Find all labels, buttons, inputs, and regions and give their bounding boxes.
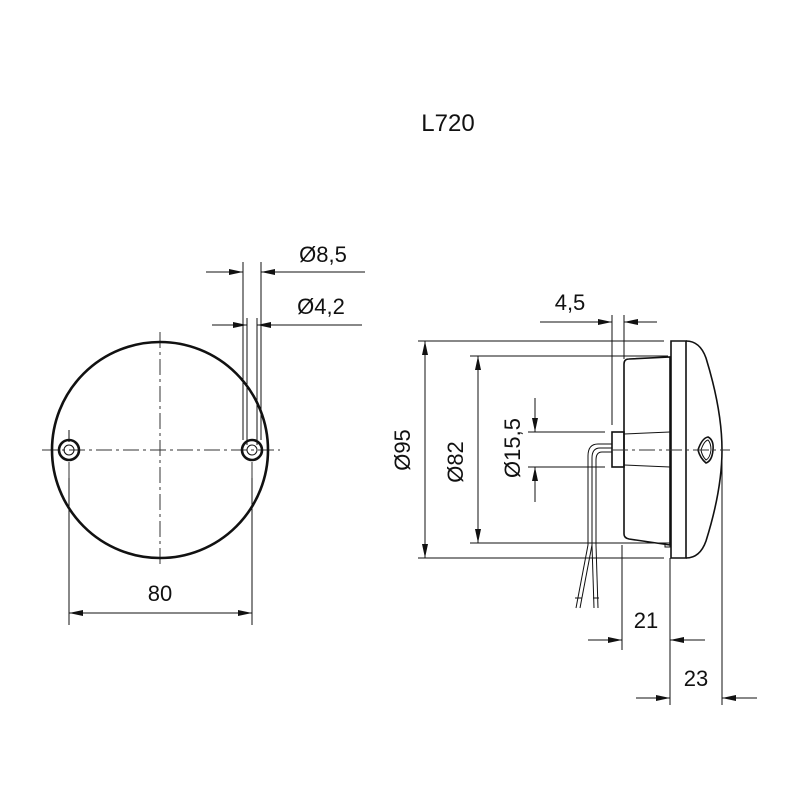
svg-text:23: 23 [684,666,708,691]
svg-text:80: 80 [148,581,172,606]
svg-text:Ø15,5: Ø15,5 [500,418,525,478]
dimension-housing-depth: 21 [588,545,705,705]
svg-text:21: 21 [634,608,658,633]
dimension-hole-outer: Ø8,5 [206,242,365,275]
drawing-title: L720 [421,110,474,137]
dimension-housing-diameter: Ø82 [443,356,481,543]
svg-text:4,5: 4,5 [555,290,586,315]
lamp-outline-circle [50,340,270,560]
front-view: Ø8,5 Ø4,2 80 [42,242,365,625]
svg-text:Ø4,2: Ø4,2 [297,294,345,319]
svg-text:Ø95: Ø95 [390,429,415,471]
svg-text:Ø8,5: Ø8,5 [299,242,347,267]
dimension-boss-length: 4,5 [540,290,657,425]
dimension-hole-inner: Ø4,2 [212,294,362,328]
lamp-housing [623,356,671,546]
mounting-hole-left [57,430,81,478]
side-view: Ø95 Ø82 Ø15,5 4,5 21 [390,290,757,705]
mounting-hole-right [240,438,264,478]
cable [575,443,612,609]
dimension-boss-diameter: Ø15,5 [500,398,538,502]
svg-text:Ø82: Ø82 [443,441,468,483]
dimension-total-depth: 23 [636,458,757,705]
dimension-hole-spacing: 80 [68,478,253,625]
dimension-outer-diameter: Ø95 [390,341,428,558]
